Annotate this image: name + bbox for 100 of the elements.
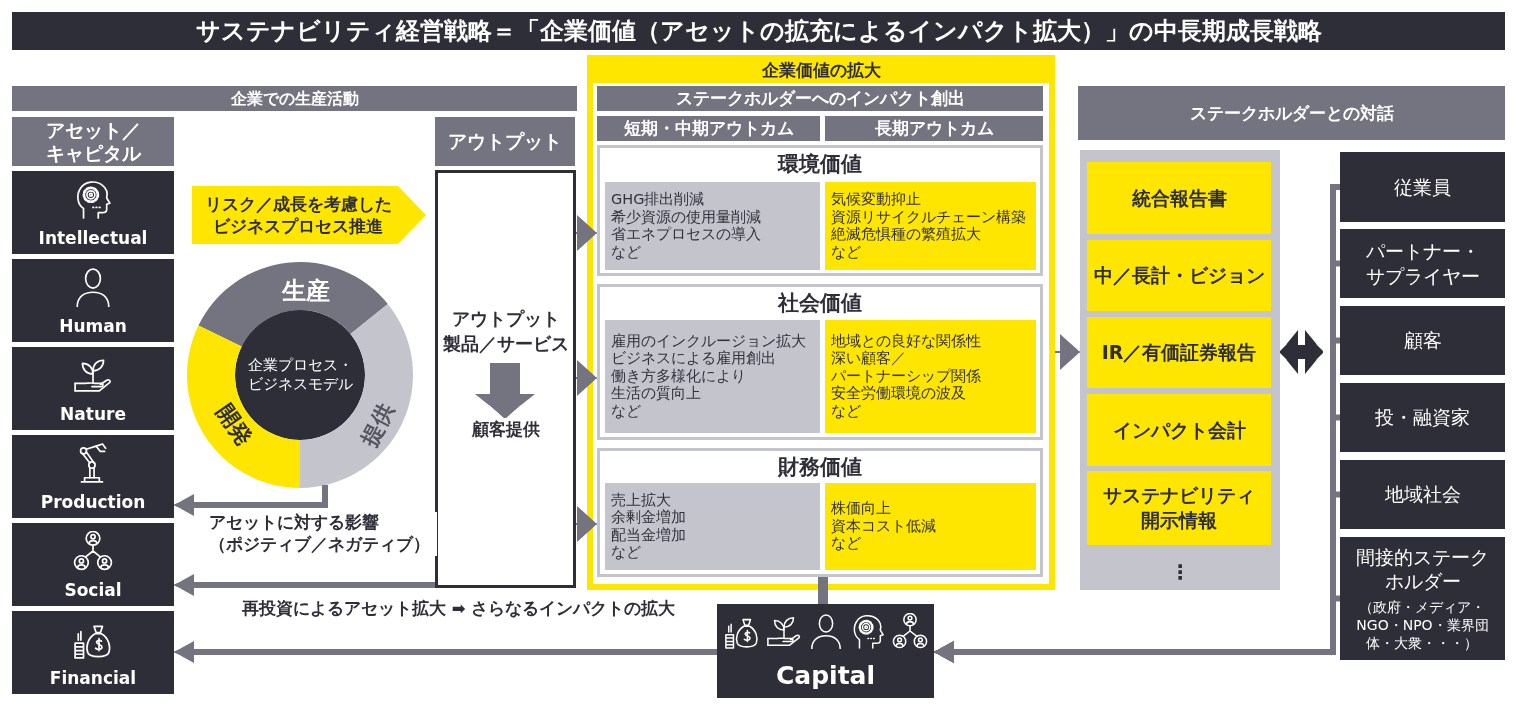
arrow [174,574,435,596]
outcome-item: 省エネプロセスの導入 [611,226,761,244]
segment-label: 提供 [357,400,399,450]
stakeholder-card [1340,229,1505,298]
outcome-item: 深い顧客／パートナーシップ関係 [831,350,981,385]
stakeholder-label: 顧客 [1403,328,1442,353]
edge-label: 再投資によるアセット拡大 ➡ さらなるインパクトの拡大 [240,598,678,620]
asset-card [12,523,174,606]
outcome-panel [605,483,820,570]
outcome-item: 雇用のインクルージョン拡大 [611,332,806,350]
asset-label: Production [40,492,146,512]
header-band [12,86,577,111]
connector-line [818,577,828,604]
title-text: サステナビリティ経営戦略＝「企業価値（アセットの拡充によるインパクト拡大）」の中長期成長戦略 [195,16,1322,47]
report-label: 統合報告書 [1131,185,1227,211]
asset-card [12,259,174,342]
donut-segment [198,262,388,347]
asset-label: Intellectual [38,228,148,248]
report-label: インパクト会計 [1112,417,1246,443]
header-label: 短期・中期アウトカム [623,118,794,139]
output-box [435,170,576,588]
stakeholder-card [1340,537,1505,660]
chevron-arrow [575,506,598,542]
outcome-panel [825,320,1036,433]
outcome-item: など [831,535,861,553]
edge-label: アセットに対する影響（ポジティブ／ネガティブ） [207,512,437,556]
stakeholder-card [1340,383,1505,452]
header-label: 長期アウトカム [874,118,994,139]
outcome-item: など [831,402,861,421]
asset-card [12,347,174,430]
outcome-item: 希少資源の使用量削減 [611,208,761,226]
output-text: アウトプット 製品／サービス [438,306,573,363]
header-label: アセット／キャピタル [44,118,142,165]
report-label: 中／長計・ビジョン [1093,263,1265,288]
header-band [825,116,1043,141]
stakeholder-label: 投・融資家 [1375,405,1470,430]
header-band [597,116,820,141]
asset-label: Nature [60,404,126,424]
value-title: 環境価値 [778,151,862,177]
outcome-item: 売上拡大 [611,491,671,509]
outcome-item: 絶滅危惧種の繁殖拡大 [831,226,981,244]
outcome-panel [605,182,820,270]
chevron-arrow [575,215,598,251]
outcome-item: など [611,243,641,261]
report-card [1087,471,1271,545]
report-label: IR／有価証券報告 [1101,340,1257,365]
header-label: 企業での生産活動 [230,88,359,109]
value-box [597,448,1043,577]
header-label: ステークホルダーとの対話 [1189,102,1394,124]
ellipsis-mark: ⋮ [1170,562,1190,582]
outcome-item: 資本コスト低減 [831,517,936,536]
capital-card [717,604,934,698]
header-band [12,117,174,166]
report-card [1087,394,1271,466]
header-band [435,117,575,166]
value-frame [587,55,1055,590]
stakeholder-label: パートナー・サプライヤー [1364,238,1481,289]
frame-title: 企業価値の拡大 [593,60,1049,83]
outcome-panel [825,483,1036,570]
double-arrow [1280,330,1323,374]
stakeholder-label: 間接的ステークホルダー [1355,544,1490,594]
stakeholder-card [1340,152,1505,222]
arrow [174,485,328,516]
center-label: 企業プロセス・ビジネスモデル [246,355,354,395]
segment-label: 生産 [282,279,330,303]
value-title: 財務価値 [778,454,862,480]
value-box [597,284,1043,440]
outcome-item: など [611,544,641,562]
process-pentagon [192,186,426,244]
header-band [597,86,1043,111]
outcome-item: 気候変動抑止 [831,191,921,209]
chevron-arrow [1054,334,1081,370]
report-label: サステナビリティ開示情報 [1102,483,1256,533]
value-box [597,145,1043,276]
stakeholder-note: （政府・メディア・NGO・NPO・業界団体・大衆・・・） [1355,597,1490,653]
outcome-panel [605,320,820,433]
asset-label: Social [64,580,122,600]
asset-label: Financial [49,668,137,688]
outcome-item: など [611,402,641,421]
outcome-item: 余剰金増加 [611,509,686,527]
stakeholder-label: 従業員 [1394,174,1451,200]
report-card [1087,317,1271,388]
report-card [1087,240,1271,311]
arrow [934,595,1340,663]
outcome-item: 働き方多様化により生活の質向上 [611,367,746,403]
header-band [1078,86,1505,140]
outcome-item: 株価向上 [831,500,891,518]
asset-card [12,611,174,694]
outcome-panel [825,182,1036,270]
asset-label: Human [59,316,127,336]
segment-label: 開発 [212,400,256,450]
outcome-item: 地域との良好な関係性 [831,332,981,350]
stakeholder-label: 地域社会 [1384,482,1461,507]
stakeholder-card [1340,460,1505,529]
report-column [1080,150,1280,590]
block-arrow [475,363,535,418]
outcome-item: など [831,243,861,261]
value-title: 社会価値 [778,290,862,316]
delivery-text: 顧客提供 [438,418,573,448]
arrow [174,641,717,663]
